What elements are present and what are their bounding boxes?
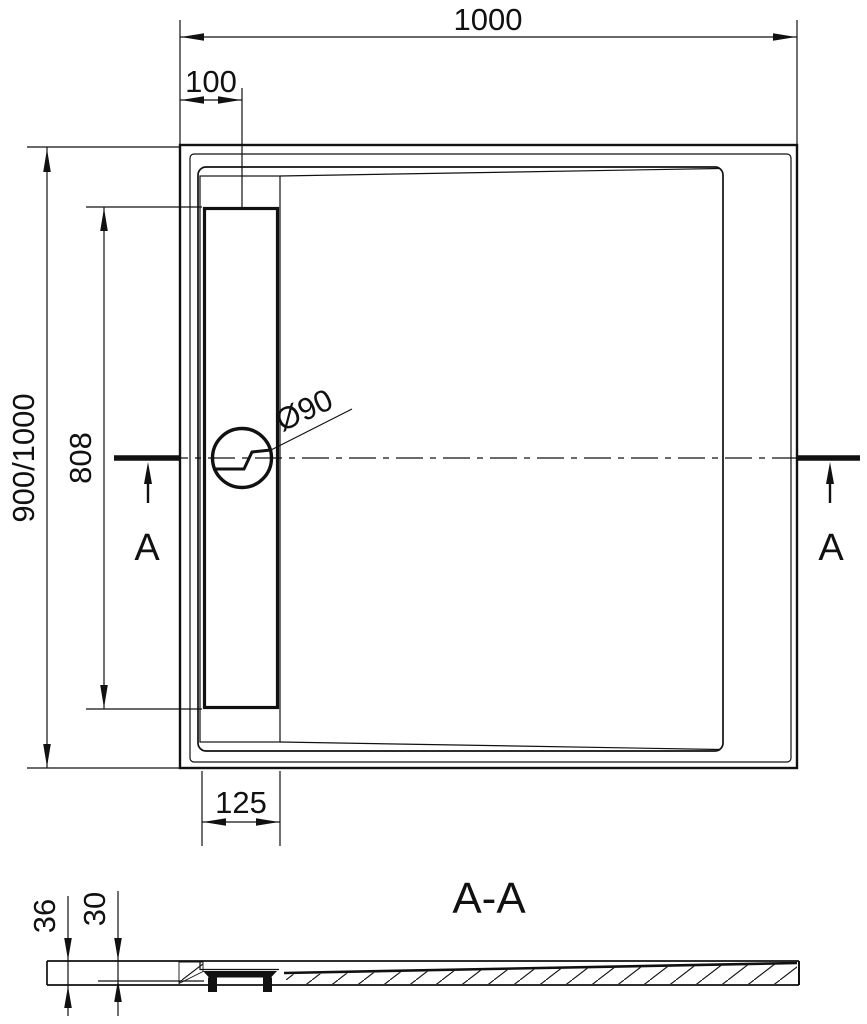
dim-drain-offset-label: 100 [185,64,237,99]
tray-outer-edge [178,143,799,770]
section-view: A-A 36 30 [27,874,800,1016]
drain-foot-left [208,977,217,992]
drain-cover-section [203,971,277,978]
dim-channel-width: 125 [201,771,281,846]
dim-channel-length-label: 808 [63,432,98,484]
section-body [46,960,800,992]
dim-drain-offset: 100 [180,64,243,207]
drain-leader-line [270,408,353,451]
section-marker-left: A [134,462,160,569]
channel-wall-hatch [178,961,204,985]
section-marker-left-label: A [134,527,160,569]
floor-slope-line-bottom [279,741,721,751]
dim-inner-depth-label: 30 [77,892,112,926]
dim-overall-depth: 900/1000 [6,146,179,769]
drain-foot-right [263,977,272,992]
drain-circle [210,426,274,490]
dim-channel-width-label: 125 [215,785,267,820]
dim-overall-height-label: 36 [27,899,62,933]
drain-outlet: Ø90 [210,382,353,490]
basin-edge [197,166,724,752]
section-marker-right: A [818,462,844,569]
section-title: A-A [452,874,526,923]
dim-channel-length: 808 [63,206,202,710]
dim-overall-height: 36 [27,896,72,1016]
dim-overall-width: 1000 [179,2,798,144]
dim-width-label: 1000 [454,2,523,37]
dim-depth-label: 900/1000 [6,393,41,522]
drain-symbol [213,448,272,471]
drain-channel-grate [202,206,280,710]
drain-channel-recess [199,175,281,743]
section-marker-right-label: A [818,527,844,569]
channel-recess-profile [199,961,279,971]
tray-rim-edge [189,153,792,763]
top-view: Ø90 1000 100 900/1000 [6,2,860,846]
floor-slope-line-top [279,167,721,177]
dim-inner-depth: 30 [77,891,122,1016]
floor-hatch [286,964,797,984]
